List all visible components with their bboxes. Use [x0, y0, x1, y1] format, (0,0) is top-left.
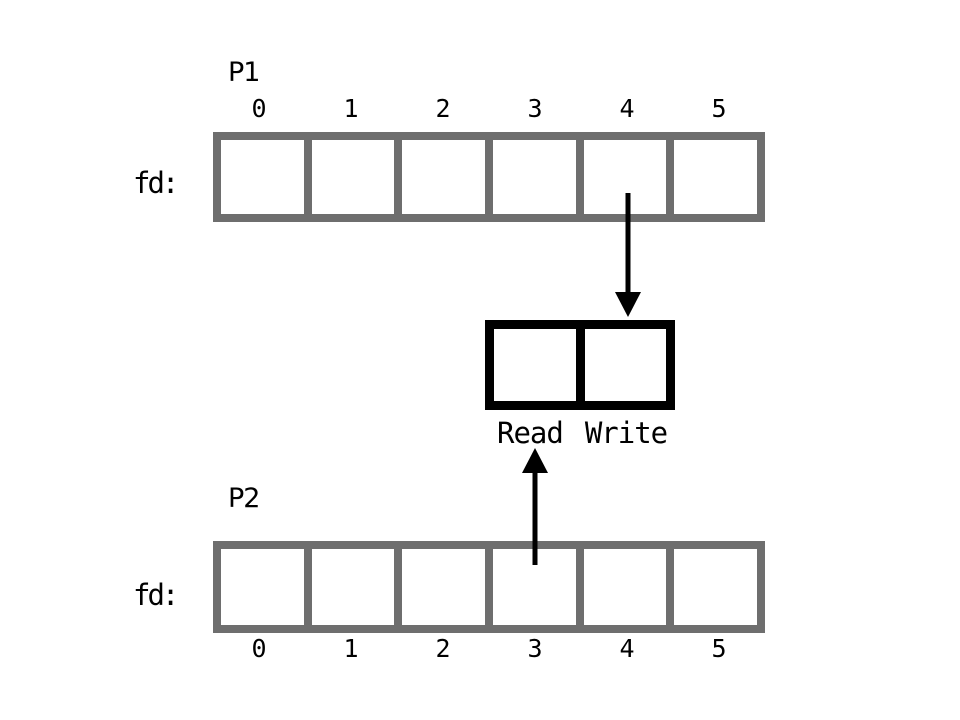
p2-fd-label: fd: [133, 578, 179, 612]
p1-index-5: 5 [711, 94, 727, 123]
p2-fd-cell-4 [583, 549, 675, 625]
p2-fd-cell-2 [402, 549, 494, 625]
pipe-box [485, 320, 675, 410]
p1-fd-cell-1 [311, 140, 403, 214]
p1-index-1: 1 [343, 94, 359, 123]
p1-fd-cell-2 [402, 140, 494, 214]
pipe-write-label: Write [584, 416, 668, 450]
p1-title: P1 [228, 57, 260, 88]
p2-fd-cell-0 [221, 549, 312, 625]
pipe-read-label: Read [497, 416, 564, 450]
p2-index-4: 4 [619, 634, 635, 663]
p1-fd-table [213, 132, 765, 222]
p2-index-5: 5 [711, 634, 727, 663]
p1-index-3: 3 [527, 94, 543, 123]
p1-index-2: 2 [435, 94, 451, 123]
p2-fd-cell-3 [493, 549, 584, 625]
p2-fd-table [213, 541, 765, 633]
p2-fd-cell-1 [311, 549, 403, 625]
p1-fd-label: fd: [133, 166, 179, 200]
p1-index-row: 0 1 2 3 4 5 [213, 95, 765, 123]
p1-fd-cell-5 [674, 140, 758, 214]
p2-index-1: 1 [343, 634, 359, 663]
p1-index-0: 0 [251, 94, 267, 123]
p1-index-4: 4 [619, 94, 635, 123]
p2-index-3: 3 [527, 634, 543, 663]
p1-fd-cell-3 [493, 140, 584, 214]
pipe-read-cell [494, 329, 585, 401]
p2-index-row: 0 1 2 3 4 5 [213, 635, 765, 663]
pipe-labels: Read Write [497, 416, 668, 450]
p2-title: P2 [228, 483, 260, 514]
p2-index-0: 0 [251, 634, 267, 663]
pipe-write-cell [584, 329, 666, 401]
p1-fd-cell-4 [583, 140, 675, 214]
p2-fd-cell-5 [674, 549, 758, 625]
p1-fd-cell-0 [221, 140, 312, 214]
p2-index-2: 2 [435, 634, 451, 663]
